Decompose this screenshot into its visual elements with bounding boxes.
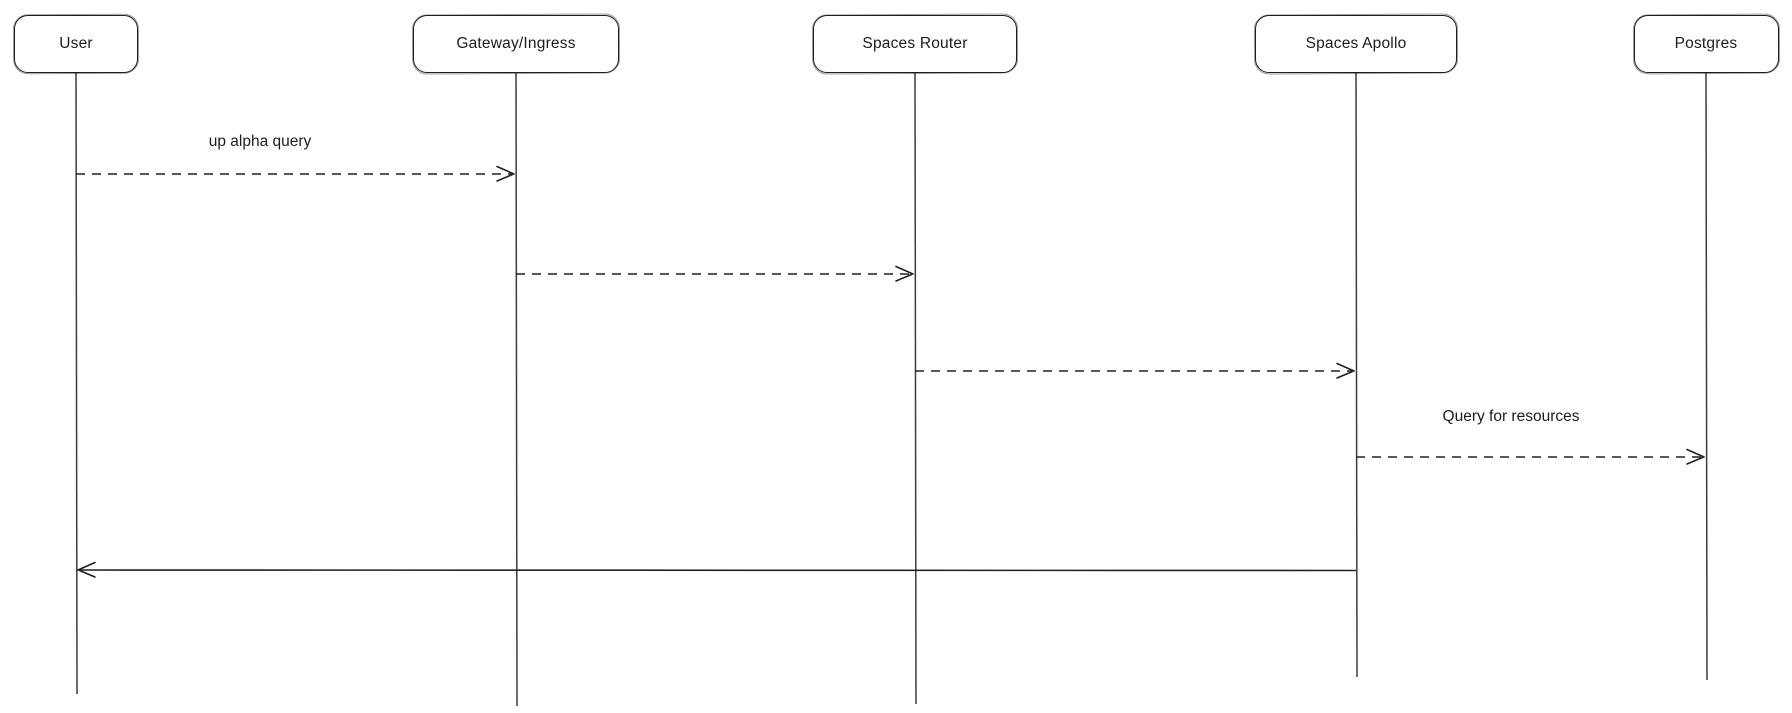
message-line-4 xyxy=(78,569,1357,572)
actor-box-spaces-router: Spaces Router xyxy=(813,15,1017,73)
message-arrowhead-0 xyxy=(496,165,515,182)
actor-label-spaces-router: Spaces Router xyxy=(862,35,968,52)
actor-box-spaces-apollo: Spaces Apollo xyxy=(1255,15,1457,73)
message-arrowhead-2 xyxy=(1336,362,1355,379)
actor-box-gateway-ingress: Gateway/Ingress xyxy=(413,15,619,73)
actor-label-postgres: Postgres xyxy=(1674,35,1738,52)
actor-label-user: User xyxy=(59,35,93,52)
lifeline-user xyxy=(75,70,78,695)
message-arrowhead-1 xyxy=(895,265,914,282)
actor-box-user: User xyxy=(14,15,138,73)
actor-label-gateway-ingress: Gateway/Ingress xyxy=(456,35,576,52)
lifeline-postgres xyxy=(1705,70,1708,681)
message-arrowhead-3 xyxy=(1686,448,1705,465)
actor-label-spaces-apollo: Spaces Apollo xyxy=(1305,35,1407,52)
lifeline-spaces-apollo xyxy=(1355,70,1358,678)
message-label-0: up alpha query xyxy=(208,133,312,150)
actor-box-postgres: Postgres xyxy=(1633,15,1779,73)
lifeline-gateway-ingress xyxy=(515,70,518,707)
lifeline-spaces-router xyxy=(914,70,917,705)
message-arrowhead-4 xyxy=(77,561,96,578)
message-label-3: Query for resources xyxy=(1442,408,1580,425)
